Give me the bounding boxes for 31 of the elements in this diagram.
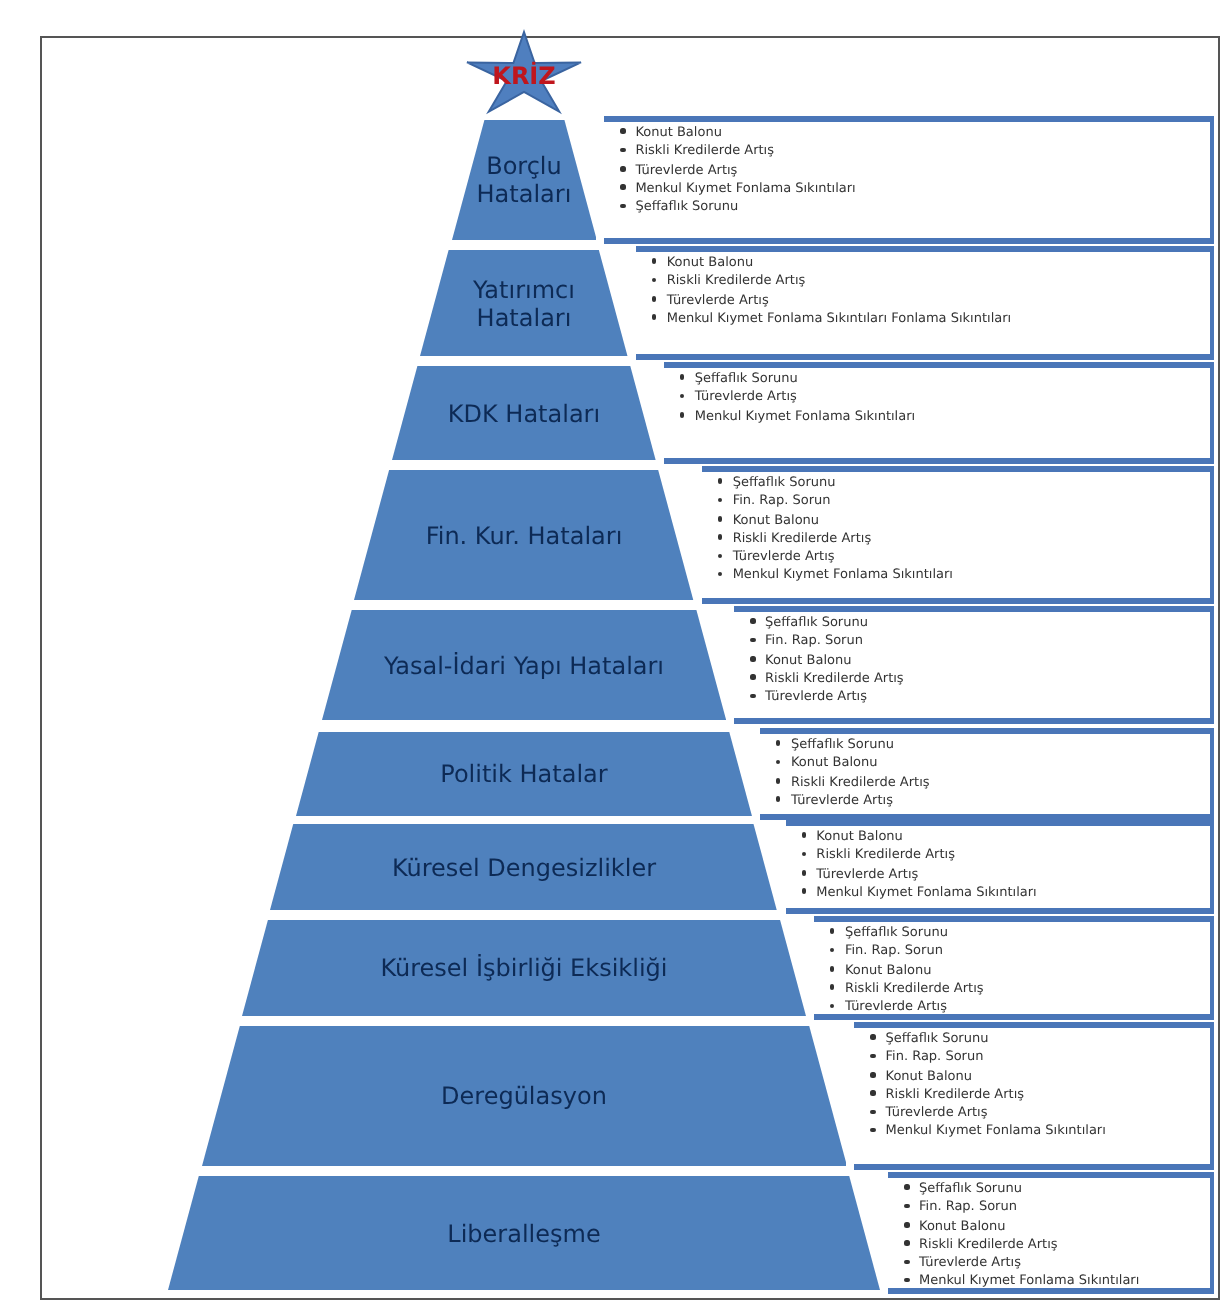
star-label: KRİZ (492, 62, 556, 90)
pyramid-tier (201, 1026, 847, 1166)
tier-label: Küresel Dengesizlikler (389, 853, 659, 881)
pyramid-tier (321, 610, 727, 720)
bullet-list-panel (813, 916, 1214, 1020)
pyramid-tier (168, 1176, 880, 1290)
tier-label: Yatırımcı Hataları (471, 275, 577, 331)
bullet-list-panel (785, 820, 1214, 914)
tier-label: KDK Hataları (445, 399, 603, 427)
bullet-list-panel (663, 362, 1214, 464)
pyramid-tier (354, 470, 694, 600)
tier-label: Deregülasyon (439, 1082, 609, 1110)
pyramid-tier (392, 366, 656, 460)
pyramid-tier (420, 250, 628, 356)
tier-label: Küresel İşbirliği Eksikliği (378, 954, 670, 982)
tier-label: Yasal-İdari Yapı Hataları (381, 651, 667, 679)
tier-label: Liberalleşme (445, 1219, 603, 1247)
bullet-list-panel (888, 1172, 1214, 1294)
bullet-list-panel (701, 466, 1214, 604)
tier-label: Politik Hatalar (438, 760, 610, 788)
bullet-list-panel (604, 116, 1214, 244)
bullet-list-panel (635, 246, 1214, 360)
bullet-list-panel (759, 728, 1214, 820)
tier-label: Fin. Kur. Hataları (423, 521, 625, 549)
pyramid-tier (451, 120, 597, 240)
tier-label: Borçlu Hataları (474, 152, 574, 208)
pyramid-tier (296, 732, 752, 816)
bullet-list-panel (734, 606, 1214, 724)
pyramid-tier (270, 824, 778, 910)
bullet-list-panel (854, 1022, 1214, 1170)
pyramid-tier (242, 920, 806, 1016)
